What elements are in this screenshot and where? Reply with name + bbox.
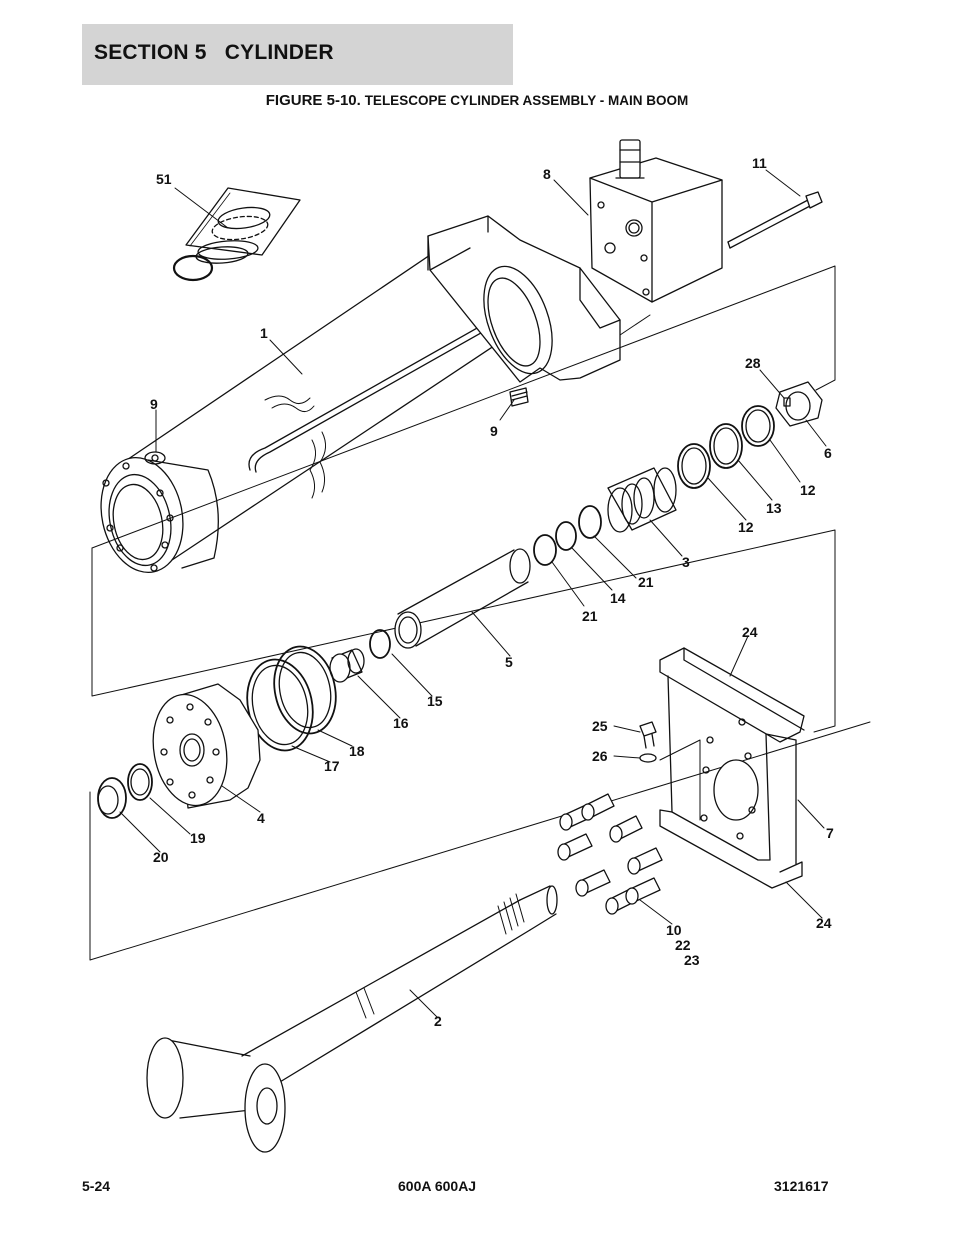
small-bolt-washer (639, 721, 657, 763)
cylinder-head (152, 683, 261, 809)
figure-caption: TELESCOPE CYLINDER ASSEMBLY - MAIN BOOM (364, 93, 689, 108)
footer-doc-number: 3121617 (774, 1178, 829, 1194)
callout-16: 16 (393, 715, 409, 731)
callout-15: 15 (427, 693, 443, 709)
callout-51: 51 (156, 171, 172, 187)
footer-model: 600A 600AJ (398, 1178, 477, 1194)
fitting (509, 387, 529, 407)
callout-21-lower: 21 (582, 608, 598, 624)
callout-1: 1 (260, 325, 268, 341)
o-ring (369, 629, 391, 659)
callout-5: 5 (505, 654, 513, 670)
callout-10: 10 (666, 922, 682, 938)
figure-number: FIGURE 5-10. (265, 92, 361, 109)
trunnion-block (427, 215, 621, 383)
callout-9-barrel: 9 (150, 396, 158, 412)
callout-12-lower: 12 (738, 519, 754, 535)
callout-3: 3 (682, 554, 690, 570)
callout-20: 20 (153, 849, 169, 865)
callout-12-upper: 12 (800, 482, 816, 498)
callout-24-upper: 24 (742, 624, 758, 640)
callout-21-upper: 21 (638, 574, 654, 590)
callout-22: 22 (675, 937, 691, 953)
rod-wiper (97, 763, 153, 819)
callout-25: 25 (592, 718, 608, 734)
bushing (329, 648, 365, 683)
footer-page-number: 5-24 (82, 1178, 111, 1194)
callout-26: 26 (592, 748, 608, 764)
callout-6: 6 (824, 445, 832, 461)
callout-17: 17 (324, 758, 340, 774)
callout-2: 2 (434, 1013, 442, 1029)
piston (607, 467, 677, 533)
seal-kit-bag (172, 187, 301, 282)
cylinder-barrel (100, 227, 554, 573)
figure-title: FIGURE 5-10. TELESCOPE CYLINDER ASSEMBLY… (0, 92, 954, 109)
callout-23: 23 (684, 952, 700, 968)
callout-13: 13 (766, 500, 782, 516)
callout-7: 7 (826, 825, 834, 841)
section-title: SECTION 5 CYLINDER (94, 41, 334, 64)
seal-rings-upper (677, 405, 775, 489)
bolt-cluster (557, 793, 663, 915)
long-bolt (727, 191, 823, 249)
callout-11: 11 (752, 155, 767, 171)
callout-9-trunnion: 9 (490, 423, 498, 439)
callout-8: 8 (543, 166, 551, 182)
leader-lines (119, 169, 827, 1019)
cylinder-rod (146, 885, 558, 1153)
callout-28: 28 (745, 355, 761, 371)
wear-pad-plate (659, 647, 805, 889)
section-header-band: SECTION 5 CYLINDER (82, 24, 513, 85)
lock-nut (775, 381, 823, 427)
callout-4: 4 (257, 810, 265, 826)
o-rings-middle (533, 505, 602, 566)
callout-24-lower: 24 (816, 915, 832, 931)
callout-19: 19 (190, 830, 206, 846)
callout-18: 18 (349, 743, 365, 759)
spacer-tube (394, 548, 531, 649)
valve-block (589, 139, 723, 303)
head-seals (246, 645, 337, 752)
callout-14: 14 (610, 590, 626, 606)
